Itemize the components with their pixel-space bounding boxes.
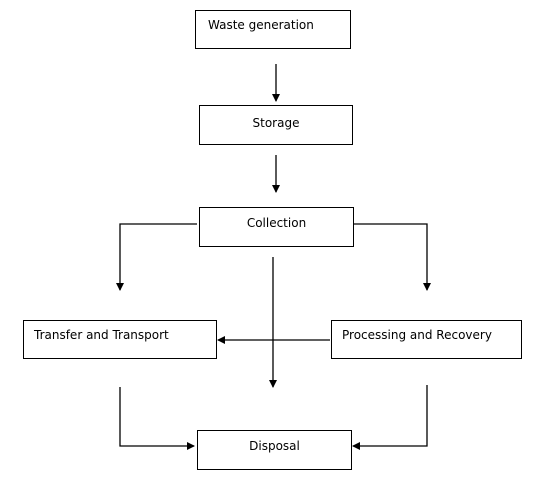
node-collection: Collection — [199, 207, 354, 247]
node-waste-generation: Waste generation — [195, 10, 351, 49]
node-transfer-transport-label: Transfer and Transport — [34, 328, 169, 342]
node-collection-label: Collection — [246, 216, 307, 230]
node-disposal: Disposal — [197, 430, 352, 470]
arrow-collection-to-processing — [354, 223, 431, 291]
arrow-transfer-to-disposal — [119, 387, 195, 450]
node-storage-label: Storage — [252, 116, 300, 130]
node-transfer-transport: Transfer and Transport — [23, 320, 217, 359]
node-processing-recovery: Processing and Recovery — [331, 320, 522, 359]
arrow-collection-to-transfer — [116, 223, 197, 291]
node-waste-generation-label: Waste generation — [208, 18, 314, 32]
node-disposal-label: Disposal — [249, 439, 300, 453]
arrow-processing-to-disposal — [352, 385, 428, 450]
node-storage: Storage — [199, 105, 353, 145]
node-processing-recovery-label: Processing and Recovery — [342, 328, 492, 342]
